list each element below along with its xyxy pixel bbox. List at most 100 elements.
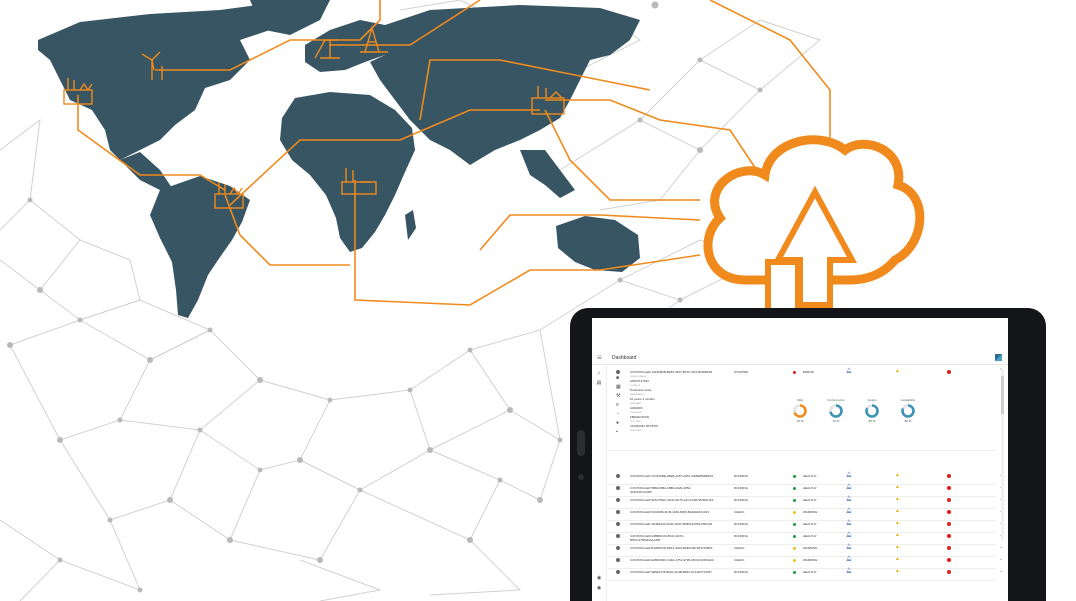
notification-bell-icon[interactable]: 🔔︎: [846, 520, 853, 526]
detail-value: 10 years 4 months: [630, 397, 655, 401]
detail-value: S6004T47843: [630, 379, 649, 383]
detail-value: A0400D6: [630, 406, 643, 410]
factory-icon-asia: [531, 86, 565, 115]
factory-icon-africa: [341, 168, 377, 195]
detail-label: IP ADDRESS: [630, 412, 642, 414]
warning-triangle-icon[interactable]: ▲: [895, 472, 900, 478]
health-dot: [793, 474, 796, 478]
settings-icon[interactable]: ◉: [596, 575, 602, 581]
controller-state: CHECK: [734, 546, 745, 550]
warning-triangle-icon[interactable]: ▲: [895, 568, 900, 574]
tablet-home-button[interactable]: [578, 474, 584, 480]
error-badge-icon[interactable]: [947, 534, 951, 538]
error-badge-icon[interactable]: [947, 498, 951, 502]
detail-label: CUSTOMER: [630, 430, 642, 432]
controller-icon: [616, 498, 620, 502]
scrollbar-thumb[interactable]: [1001, 376, 1004, 414]
notification-bell-icon[interactable]: 🔔︎: [846, 472, 853, 478]
home-icon[interactable]: ⌂: [597, 370, 601, 376]
controller-name: CONTROLLER 1E4B432A-0D26-4D1F-B6B0-9A553…: [630, 522, 713, 526]
detail-icon: ■: [616, 375, 620, 381]
north-america: [38, 2, 300, 160]
controller-name: CONTROLLER 9E5E1378-B0A1-4F0B-B00C-0141D…: [630, 570, 712, 574]
kpi-donut: [865, 404, 879, 418]
greenland: [250, 0, 330, 35]
warning-triangle-icon[interactable]: ▲: [895, 532, 900, 538]
notification-bell-icon[interactable]: 🔔︎: [846, 556, 853, 562]
kpi-donut: [793, 404, 807, 418]
menu-icon[interactable]: ≡: [597, 353, 602, 362]
divider: [608, 496, 996, 497]
error-badge-icon[interactable]: [947, 522, 951, 526]
chevron-down-icon[interactable]: ⌄: [999, 544, 1004, 550]
divider: [608, 580, 996, 581]
circuit-lines: [77, 0, 831, 306]
warning-triangle-icon[interactable]: ▲: [895, 368, 900, 374]
warning-triangle-icon[interactable]: ▲: [895, 508, 900, 514]
detail-icon: ▪: [616, 429, 618, 435]
health-dot: [793, 534, 796, 538]
health-dot: [793, 498, 796, 502]
error-badge-icon[interactable]: [947, 546, 951, 550]
controller-icon: [616, 522, 620, 526]
detail-label: MAINTENANCE: [630, 394, 645, 396]
oil-pump-icon: [314, 39, 340, 59]
controller-name: CONTROLLER 5B81C5BA-1BB4-4329-A852- 4F46…: [630, 486, 692, 494]
detail-value: Production Area: [630, 388, 652, 392]
notification-bell-icon[interactable]: 🔔︎: [846, 484, 853, 490]
kpi-value: 70 %: [796, 419, 804, 423]
scrollbar[interactable]: [1001, 370, 1004, 540]
controller-health: HEALTHY: [803, 474, 817, 478]
warning-triangle-icon[interactable]: ▲: [895, 520, 900, 526]
warning-triangle-icon[interactable]: ▲: [895, 556, 900, 562]
notification-bell-icon[interactable]: 🔔︎: [846, 544, 853, 550]
controller-health: WARNING: [803, 546, 818, 550]
detail-value: 21/09/2022 05:57PM: [630, 424, 658, 428]
controller-state: RUNNING: [734, 486, 748, 490]
app-header: ≡ Dashboard: [592, 352, 1008, 365]
controller-state: RUNNING: [734, 522, 748, 526]
error-badge-icon[interactable]: [947, 570, 951, 574]
notification-bell-icon[interactable]: 🔔︎: [846, 532, 853, 538]
controller-state: RUNNING: [734, 498, 748, 502]
chevron-down-icon[interactable]: ⌄: [999, 556, 1004, 562]
europe: [305, 20, 400, 72]
kpi-value: 83 %: [868, 419, 876, 423]
chevron-down-icon[interactable]: ⌄: [999, 568, 1004, 574]
divider: [608, 532, 996, 533]
controller-icon: [616, 534, 620, 538]
notification-bell-icon[interactable]: 🔔︎: [846, 508, 853, 514]
devices-icon[interactable]: ▤: [596, 380, 602, 386]
error-badge-icon[interactable]: [947, 486, 951, 490]
divider: [608, 508, 996, 509]
controller-health: HEALTHY: [803, 570, 817, 574]
detail-label: FIRMWARE: [630, 403, 641, 405]
controller-icon: [616, 546, 620, 550]
warning-triangle-icon[interactable]: ▲: [895, 544, 900, 550]
error-badge-icon[interactable]: [947, 558, 951, 562]
error-badge-icon[interactable]: [947, 510, 951, 514]
info-icon[interactable]: ◉: [596, 585, 602, 591]
notification-bell-icon[interactable]: 🔔︎: [846, 368, 853, 374]
factory-icons: [63, 25, 565, 209]
warning-triangle-icon[interactable]: ▲: [895, 484, 900, 490]
controller-name: CONTROLLER B1050D3D-8DF1-4203-B0E0-2B7F8…: [630, 546, 713, 550]
error-badge-icon[interactable]: [947, 474, 951, 478]
controller-health: ERROR: [803, 370, 814, 374]
detail-icon: ⚒: [616, 393, 621, 399]
controller-name: CONTROLLER E3BBDC00-8D13-4D70- B5D3-47B7…: [630, 534, 685, 542]
wind-turbine-icon: [141, 51, 163, 80]
notification-bell-icon[interactable]: 🔔︎: [846, 496, 853, 502]
kpi-label: Performance: [827, 398, 845, 402]
health-dot: [793, 370, 796, 374]
sidebar: ⌂ ▤ ◉ ◉: [592, 364, 607, 601]
warning-triangle-icon[interactable]: ▲: [895, 496, 900, 502]
notification-bell-icon[interactable]: 🔔︎: [846, 568, 853, 574]
kpi-value: 72 %: [832, 419, 840, 423]
oil-rig-icon: [360, 25, 388, 53]
error-badge-icon[interactable]: [947, 370, 951, 374]
africa: [280, 92, 415, 252]
